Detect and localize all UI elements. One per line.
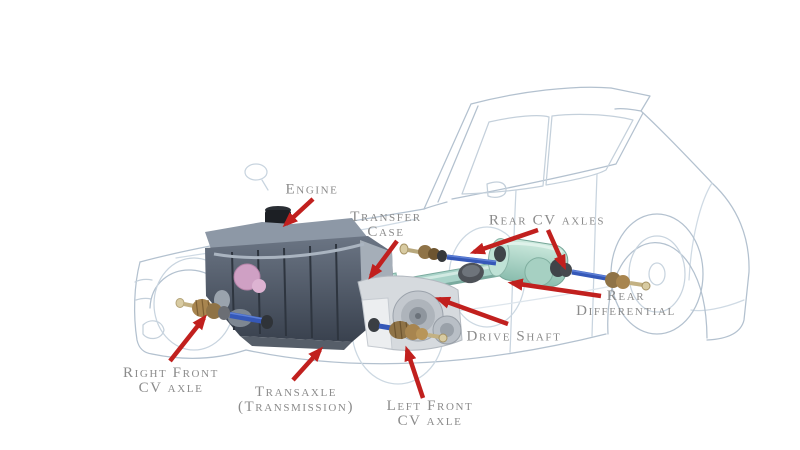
label-transfer-case: Transfer Case bbox=[350, 209, 422, 240]
transaxle-illustration bbox=[357, 275, 463, 351]
rear-differential-arrow bbox=[507, 278, 602, 299]
engine-arrow bbox=[282, 197, 315, 228]
rear-cv-axles-arrow-right bbox=[545, 229, 567, 271]
rear-cv-axles-arrow-left bbox=[469, 227, 539, 255]
right-front-cv-axle-arrow bbox=[168, 314, 207, 363]
label-drive-shaft: Drive Shaft bbox=[466, 328, 562, 345]
transfer-case-arrow bbox=[368, 239, 399, 280]
label-engine: Engine bbox=[285, 181, 339, 198]
rear-cv-axle-right-illustration bbox=[560, 263, 651, 291]
rear-cv-axle-left-illustration bbox=[399, 243, 497, 266]
label-transaxle: Transaxle (Transmission) bbox=[237, 384, 355, 415]
left-front-cv-axle-arrow bbox=[404, 345, 426, 399]
label-rear-differential: Rear Differential bbox=[576, 288, 676, 319]
label-rear-cv-axles: Rear CV axles bbox=[488, 212, 606, 229]
label-left-front-cv-axle: Left Front CV axle bbox=[386, 398, 474, 429]
transaxle-arrow bbox=[291, 346, 324, 382]
callout-arrows bbox=[168, 197, 602, 399]
right-front-cv-axle-illustration bbox=[175, 298, 273, 329]
label-right-front-cv-axle: Right Front CV axle bbox=[123, 365, 219, 396]
drive-shaft-arrow bbox=[434, 296, 509, 327]
left-front-cv-axle-illustration bbox=[368, 318, 448, 343]
